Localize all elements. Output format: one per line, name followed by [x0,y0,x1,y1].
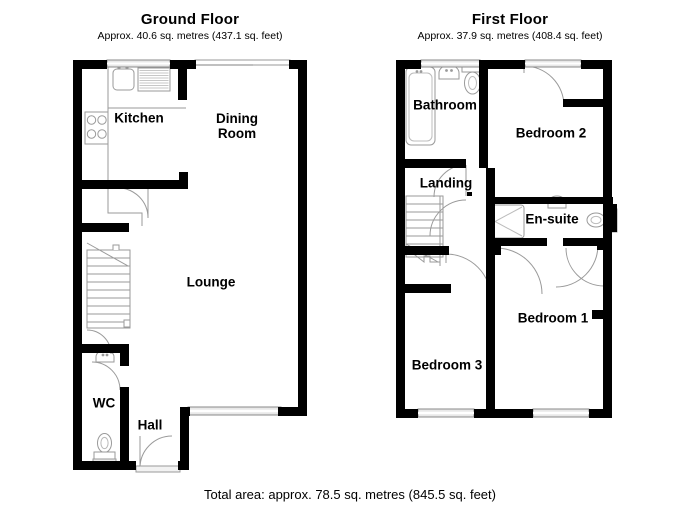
room-label-dining-room: Dining Room [216,111,258,141]
hob-ring-1 [86,115,97,125]
dining-room-line-2: Room [217,126,257,141]
hob-ring-2 [97,115,107,125]
kitchen-sink-bowl [112,68,135,91]
ground-floor-subtitle: Approx. 40.6 sq. metres (437.1 sq. feet) [97,30,283,42]
hob-ring-3 [86,129,97,139]
ground-staircase [86,242,131,329]
ground-walls [73,60,307,470]
room-label-lounge: Lounge [186,274,236,290]
room-label-bedroom-3: Bedroom 3 [411,357,483,373]
door-swing-bedroom2-landing [429,199,467,237]
room-label-bedroom-2: Bedroom 2 [515,125,587,141]
room-label-bathroom: Bathroom [413,97,477,113]
door-swing-bedroom1 [565,247,605,287]
door-swing-landing-b1 [495,247,543,295]
door-swing-bedroom3 [445,253,492,300]
first-floor-title: First Floor [471,11,549,28]
room-label-bedroom-1: Bedroom 1 [517,310,589,326]
hob-ring-4 [97,129,107,139]
total-area-text: Total area: approx. 78.5 sq. metres (845… [204,487,496,502]
door-swing-ensuite [555,244,599,288]
ensuite-shower [491,204,525,239]
first-floor-subtitle: Approx. 37.9 sq. metres (408.4 sq. feet) [417,30,603,42]
room-label-ensuite: En-suite [525,211,579,227]
room-label-landing: Landing [419,175,473,191]
dining-room-line-1: Dining [216,110,258,126]
room-label-wc: WC [92,395,116,411]
door-swing-wc [91,361,121,391]
ground-floor-title: Ground Floor [140,11,240,28]
door-swing-bedroom2 [523,65,565,107]
first-walls [396,60,617,418]
room-label-kitchen: Kitchen [114,110,164,126]
room-label-hall: Hall [137,417,163,433]
